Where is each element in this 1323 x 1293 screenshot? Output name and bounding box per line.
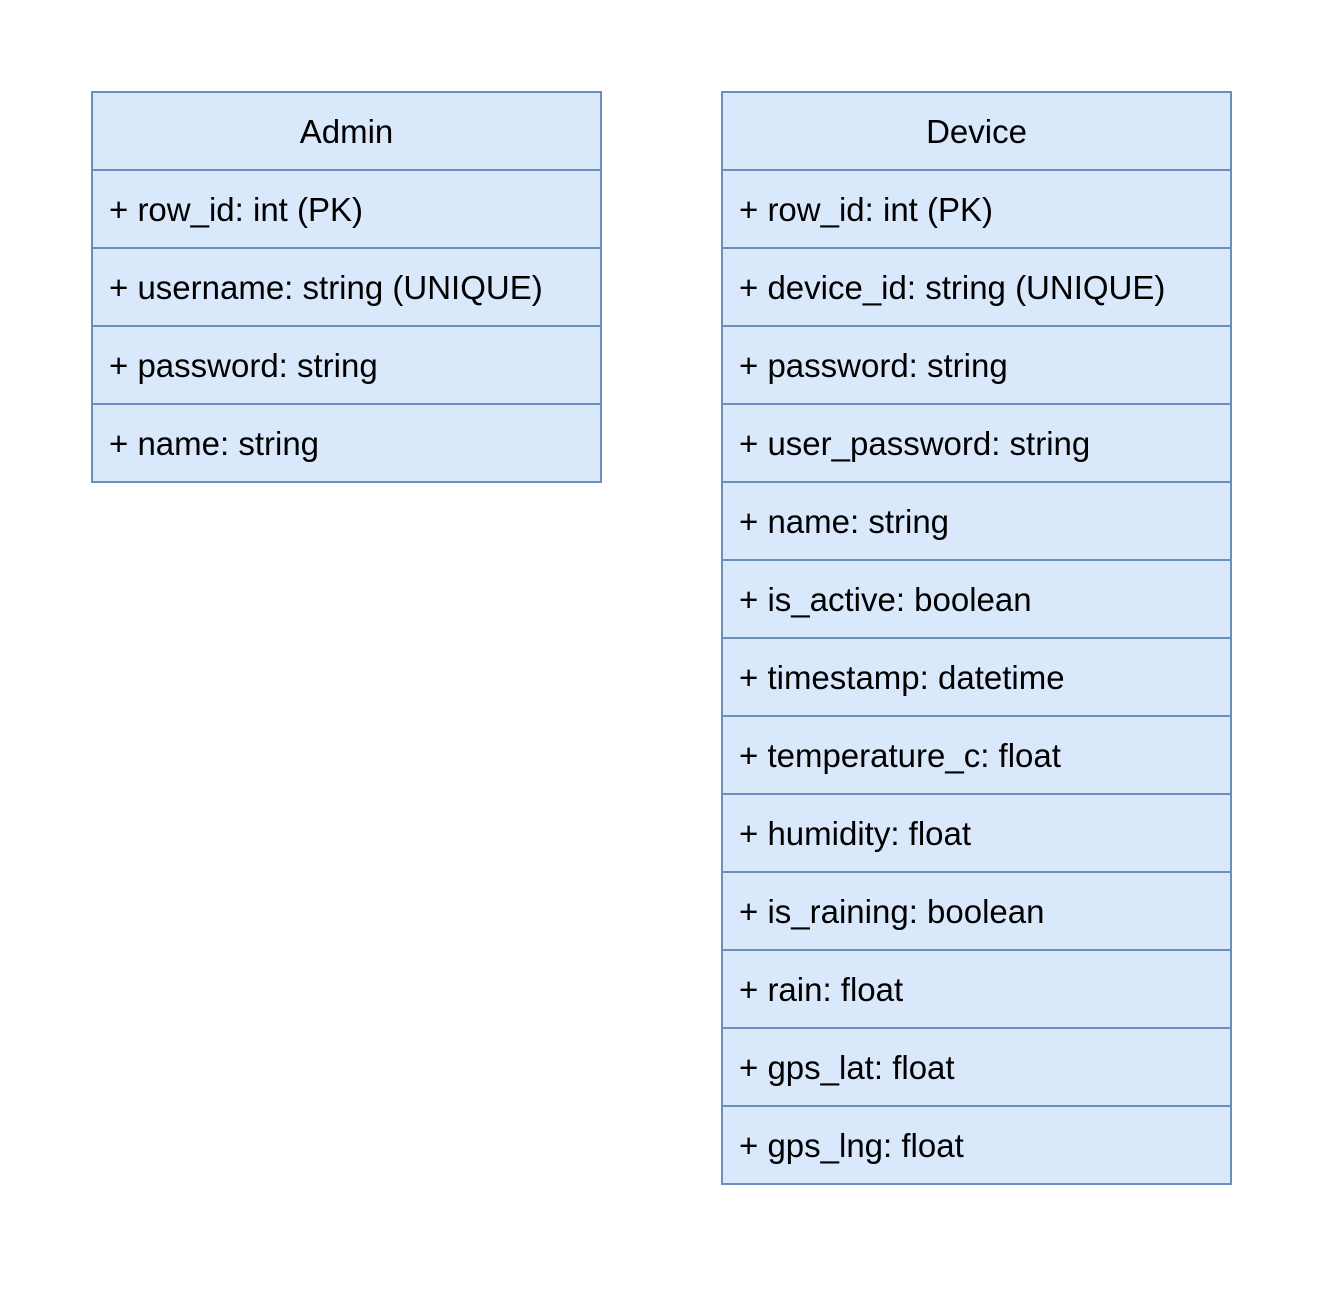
- entity-device-field[interactable]: + rain: float: [723, 951, 1230, 1029]
- entity-admin-title: Admin: [93, 93, 600, 171]
- entity-admin-field[interactable]: + username: string (UNIQUE): [93, 249, 600, 327]
- entity-admin-field[interactable]: + password: string: [93, 327, 600, 405]
- entity-device-field[interactable]: + humidity: float: [723, 795, 1230, 873]
- entity-device-field[interactable]: + temperature_c: float: [723, 717, 1230, 795]
- entity-device-field[interactable]: + timestamp: datetime: [723, 639, 1230, 717]
- entity-device-title: Device: [723, 93, 1230, 171]
- entity-admin[interactable]: Admin + row_id: int (PK) + username: str…: [91, 91, 602, 483]
- entity-admin-field[interactable]: + name: string: [109, 424, 320, 462]
- entity-device-field[interactable]: + device_id: string (UNIQUE): [723, 249, 1230, 327]
- entity-device-field[interactable]: + gps_lat: float: [723, 1029, 1230, 1107]
- entity-device-field[interactable]: + name: string: [723, 483, 1230, 561]
- entity-device-field[interactable]: + is_raining: boolean: [723, 873, 1230, 951]
- entity-device-field[interactable]: + password: string: [723, 327, 1230, 405]
- entity-device-field[interactable]: + row_id: int (PK): [723, 171, 1230, 249]
- entity-admin-field[interactable]: + row_id: int (PK): [93, 171, 600, 249]
- entity-device-field[interactable]: + user_password: string: [723, 405, 1230, 483]
- entity-device-field[interactable]: + gps_lng: float: [739, 1126, 964, 1164]
- entity-device-field[interactable]: + is_active: boolean: [723, 561, 1230, 639]
- entity-device[interactable]: Device + row_id: int (PK) + device_id: s…: [721, 91, 1232, 1185]
